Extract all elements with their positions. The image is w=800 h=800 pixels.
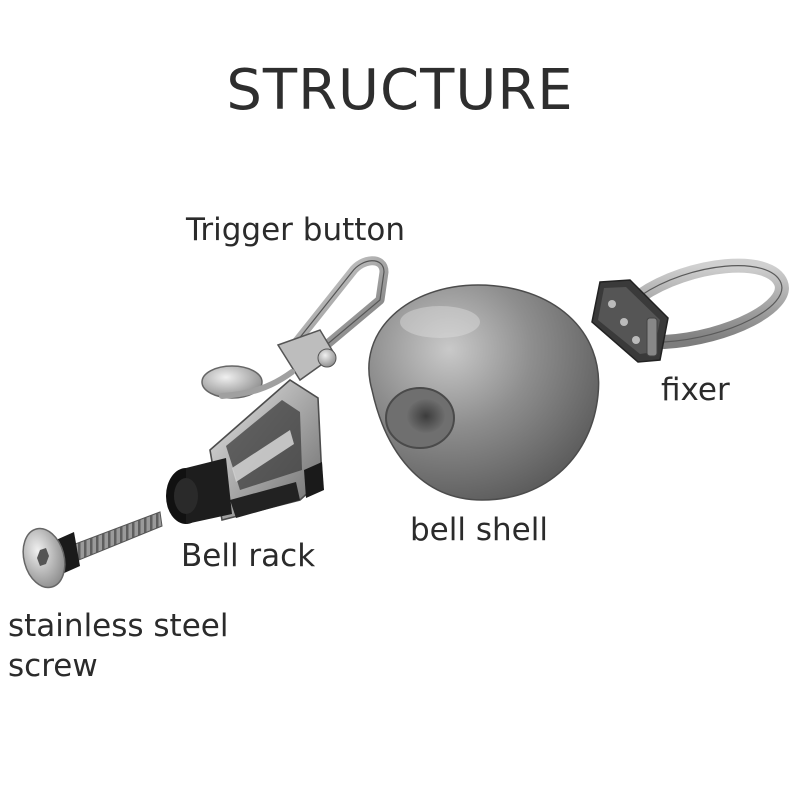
diagram-title: STRUCTURE: [226, 58, 574, 123]
label-fixer: fixer: [661, 372, 730, 408]
screw-part: [22, 511, 163, 589]
label-trigger-button: Trigger button: [186, 212, 406, 248]
bell-shell-part: [368, 284, 600, 501]
label-bell-rack: Bell rack: [181, 538, 316, 574]
bell-rack-part: [166, 256, 389, 524]
label-screw-line1: stainless steel: [8, 608, 229, 644]
fixer-part: [591, 258, 789, 363]
label-bell-shell: bell shell: [410, 512, 548, 548]
label-screw-line2: screw: [8, 648, 98, 684]
